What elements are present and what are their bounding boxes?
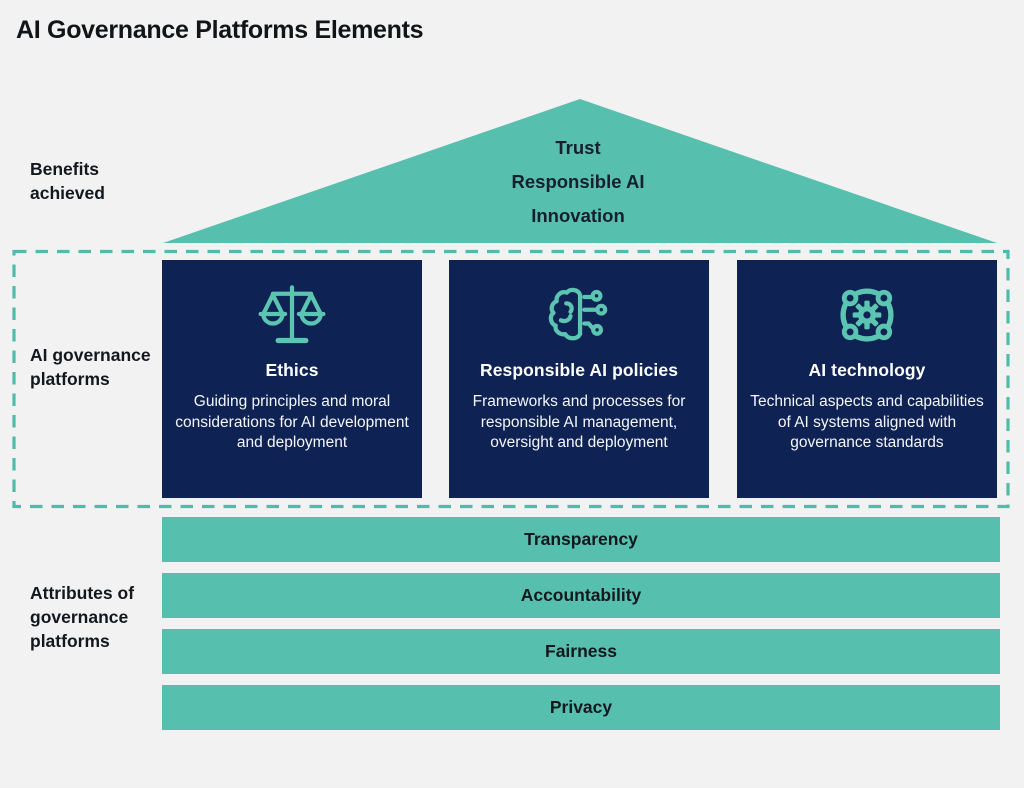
benefits-list: Trust Responsible AI Innovation [428,131,728,233]
ethics-card-title: Ethics [265,360,319,380]
ai-technology-card: AI technology Technical aspects and capa… [737,260,997,498]
ai-governance-platforms-label: AI governance platforms [30,345,151,389]
benefit-responsible-ai: Responsible AI [511,171,645,192]
page-title: AI Governance Platforms Elements [16,16,424,44]
platforms-dashed-border [12,249,1010,509]
benefit-trust: Trust [555,137,601,158]
gear-network-icon [840,288,894,342]
ai-technology-card-description: Technical aspects and capabilities of AI… [750,393,984,451]
responsible-ai-policies-card-title: Responsible AI policies [479,360,679,380]
attributes-label: Attributes of governance platforms [30,583,135,651]
responsible-ai-policies-card-description: Frameworks and processes for responsible… [472,393,686,451]
ethics-card: Ethics Guiding principles and moral cons… [162,260,422,498]
ethics-card-description: Guiding principles and moral considerati… [175,393,409,451]
fairness-bar: Fairness [162,629,1000,674]
scales-icon [258,285,326,344]
accountability-bar: Accountability [162,573,1000,618]
benefits-achieved-label: Benefits achieved [30,159,105,203]
responsible-ai-policies-card: Responsible AI policies Frameworks and p… [449,260,709,498]
ai-technology-card-title: AI technology [808,360,926,380]
privacy-bar: Privacy [162,685,1000,730]
benefit-innovation: Innovation [531,205,625,226]
roof-triangle [163,99,997,243]
transparency-bar: Transparency [162,517,1000,562]
brain-circuit-icon [548,287,608,341]
